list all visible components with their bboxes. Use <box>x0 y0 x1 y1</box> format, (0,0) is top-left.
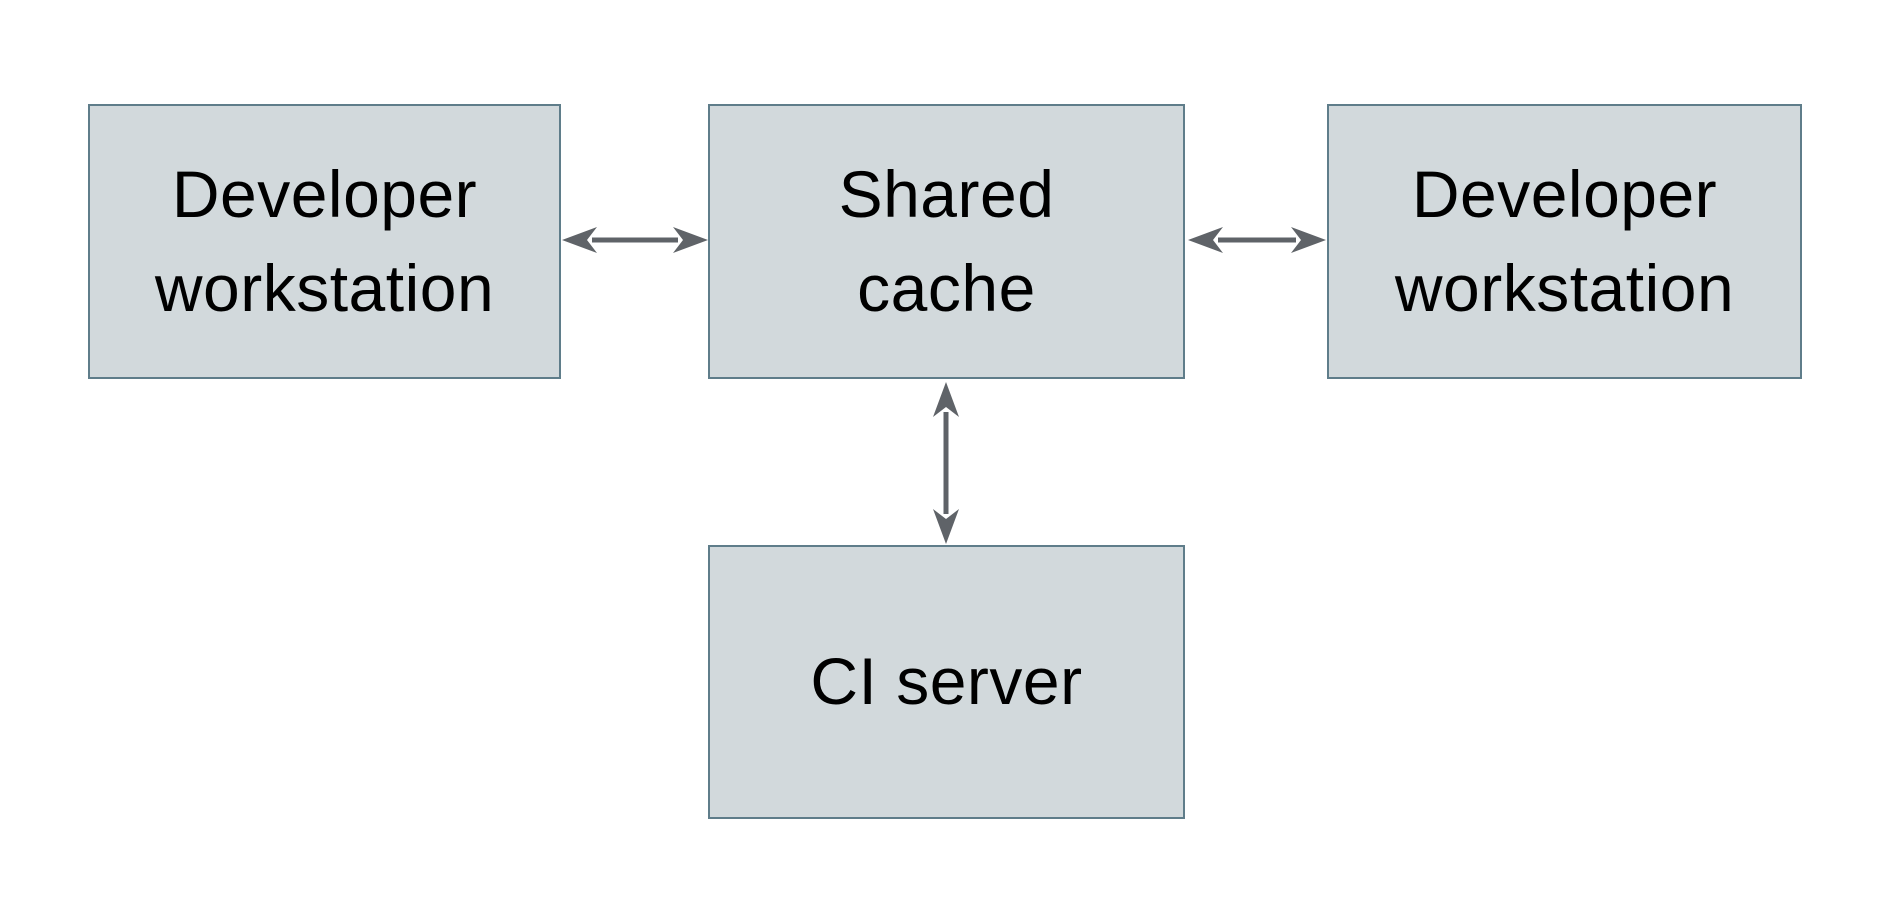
node-label-shared-cache: Shared cache <box>838 156 1055 325</box>
node-shared-cache: Shared cache <box>708 104 1185 379</box>
node-developer-workstation-left: Developer workstation <box>88 104 561 379</box>
bidirectional-arrow-shared-cache-right-workstation <box>1188 227 1326 253</box>
bidirectional-arrow-shared-cache-ci-server <box>933 382 959 544</box>
node-label-ci-server: CI server <box>810 644 1083 719</box>
node-ci-server: CI server <box>708 545 1185 819</box>
bidirectional-arrow-left-workstation-shared-cache <box>562 227 708 253</box>
node-label-developer-workstation-left: Developer workstation <box>154 156 495 325</box>
node-developer-workstation-right: Developer workstation <box>1327 104 1802 379</box>
node-label-developer-workstation-right: Developer workstation <box>1394 156 1735 325</box>
